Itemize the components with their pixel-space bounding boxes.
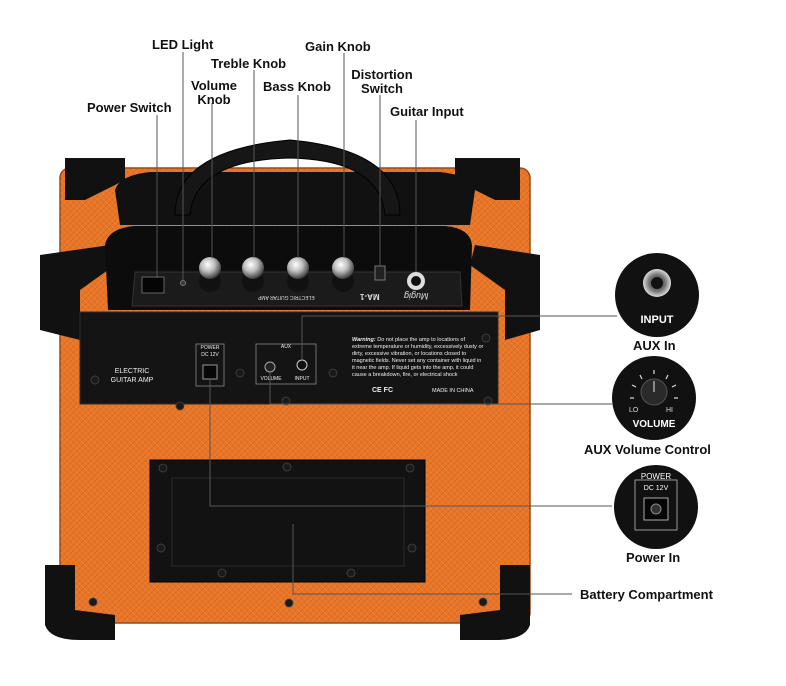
callout-battery-compartment: Battery Compartment: [580, 587, 713, 602]
inset-input: [615, 253, 699, 337]
inset-input-label: INPUT: [640, 314, 674, 326]
aux-group-label: AUX: [280, 344, 292, 350]
cert-marks: CE FC: [372, 387, 393, 394]
treble-knob: [242, 257, 264, 292]
panel-subtitle: ELECTRIC GUITAR AMP: [258, 294, 315, 300]
warning-text: Do not place the amp to locations of ext…: [352, 337, 484, 378]
callout-power-switch: Power Switch: [87, 100, 172, 115]
aux-volume-knob: [264, 361, 276, 373]
aux-input-jack: [296, 359, 308, 371]
corner-bottom-left: [45, 565, 115, 640]
corner-bottom-right: [460, 565, 530, 640]
power-in-jack: [202, 364, 218, 380]
screws: [88, 333, 493, 608]
callout-gain-knob: Gain Knob: [305, 39, 371, 54]
warning-block: Warning: Do not place the amp to locatio…: [352, 337, 484, 379]
inset-power: [614, 465, 698, 549]
aux-input-label: INPUT: [294, 376, 310, 382]
gain-knob: [332, 257, 354, 292]
inset-power-label: POWER: [640, 472, 672, 481]
amp-badge-line2: GUITAR AMP: [110, 377, 154, 384]
top-controls: [141, 257, 425, 294]
callout-guitar-input: Guitar Input: [390, 104, 464, 119]
bass-knob: [287, 257, 309, 292]
power-jack-label: POWER: [200, 345, 220, 351]
callout-aux-volume-control: AUX Volume Control: [584, 442, 711, 457]
volume-knob: [199, 257, 221, 292]
callout-lines: [156, 52, 617, 595]
distortion-switch: [374, 265, 386, 281]
led-light: [180, 280, 186, 286]
guitar-input-jack: [407, 272, 425, 290]
inset-aux-volume: [612, 356, 696, 440]
panel-brand: Mugig: [404, 291, 429, 301]
callout-volume-knob: Volume Knob: [191, 78, 237, 107]
panel-model: MA-1: [360, 292, 380, 301]
corner-top-left: [40, 245, 115, 340]
back-panel: [79, 311, 499, 405]
warning-title: Warning:: [352, 337, 376, 343]
inset-hi-label: HI: [666, 407, 673, 414]
callout-distortion-switch: Distortion Switch: [351, 67, 413, 96]
power-jack-spec: DC 12V: [201, 352, 219, 358]
callout-treble-knob: Treble Knob: [211, 56, 287, 71]
inset-lo-label: LO: [629, 407, 639, 414]
callout-power-in: Power In: [626, 550, 681, 565]
amp-badge: ELECTRIC GUITAR AMP: [106, 367, 158, 385]
callout-aux-in: AUX In: [633, 338, 676, 353]
power-switch: [141, 276, 165, 294]
made-in-label: MADE IN CHINA: [432, 388, 474, 394]
inset-dc-label: DC 12V: [643, 485, 669, 492]
callout-led-light: LED Light: [152, 37, 214, 52]
callout-bass-knob: Bass Knob: [263, 79, 331, 94]
battery-compartment-panel: [149, 459, 426, 583]
amp-badge-line1: ELECTRIC: [114, 368, 150, 375]
inset-volume-label: VOLUME: [632, 419, 676, 430]
aux-volume-label: VOLUME: [260, 376, 282, 382]
